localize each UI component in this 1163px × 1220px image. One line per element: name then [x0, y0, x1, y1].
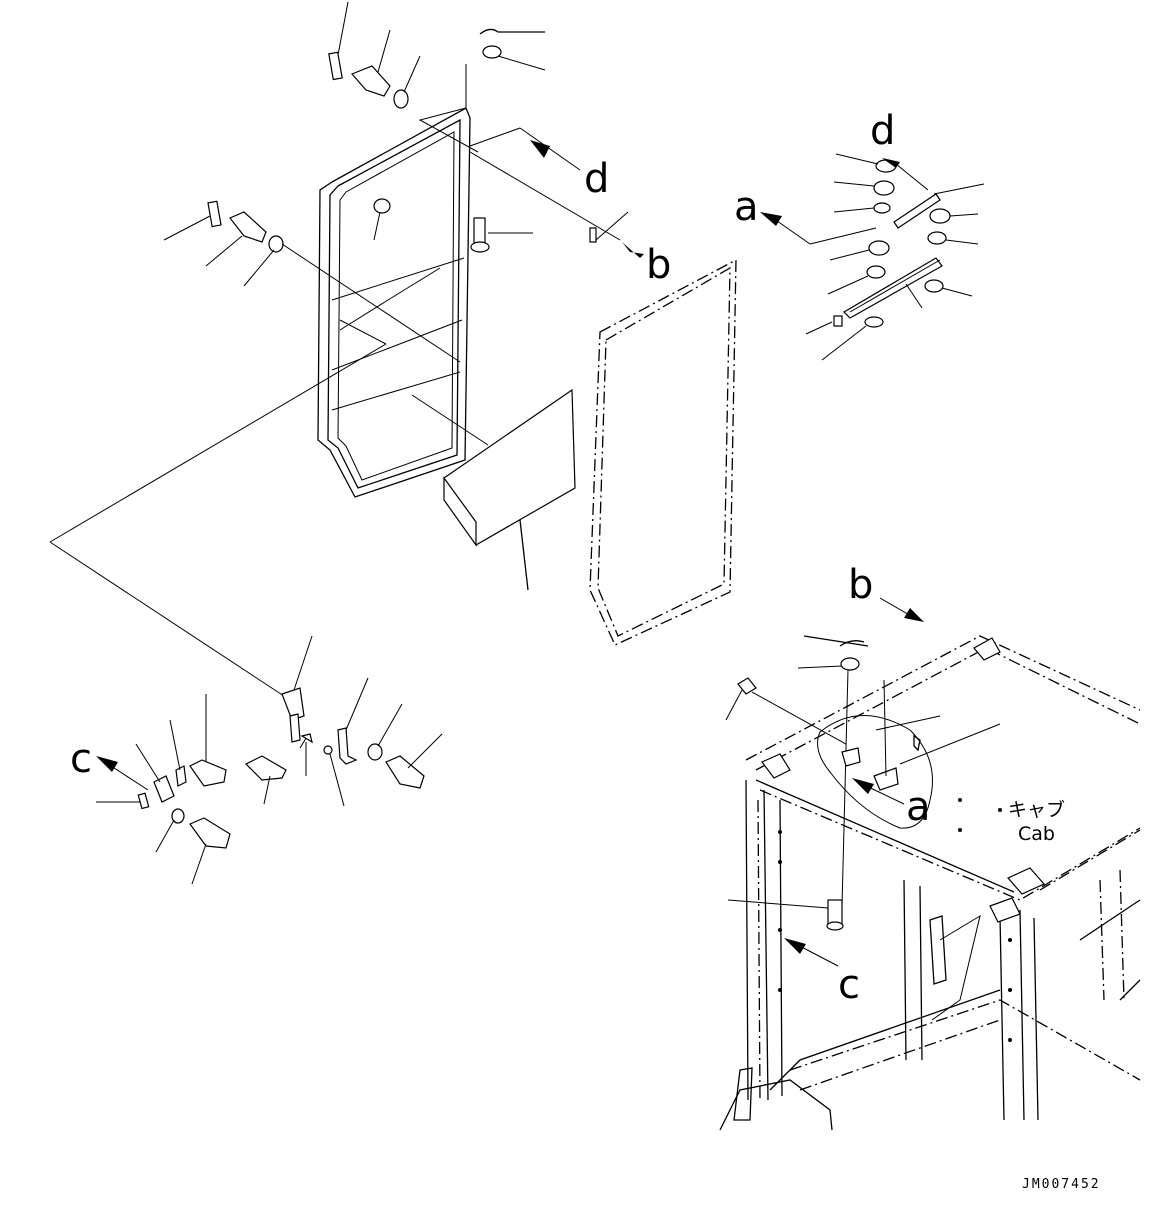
- drawing-code: JM007452: [1022, 1177, 1101, 1192]
- cab-label-japanese: キャブ: [1008, 798, 1065, 821]
- top-hinge-hardware: [328, 1, 546, 253]
- side-bolts-upper: [163, 200, 461, 363]
- ref-label-b-cab: b: [848, 562, 873, 608]
- ref-label-a-cab: a: [906, 784, 931, 830]
- cab-structure: [719, 635, 1141, 1131]
- spring-assembly: [805, 153, 985, 361]
- ref-label-c-left: c: [70, 736, 92, 782]
- leader-lines: [49, 319, 387, 701]
- ref-label-d-top: d: [584, 156, 609, 202]
- ref-label-a-right: a: [734, 184, 759, 230]
- ref-label-d-right: d: [870, 108, 895, 154]
- window-seal: [589, 258, 737, 646]
- arrow-d-top: [469, 127, 581, 171]
- cab-label-english: Cab: [1018, 823, 1055, 845]
- arrow-a-cab: [852, 778, 905, 805]
- glass-panel: [411, 388, 576, 591]
- door-frame: [317, 107, 471, 498]
- arrow-c-left: [96, 756, 149, 791]
- lower-hinge-hardware: [96, 635, 443, 885]
- arrow-a-right: [760, 212, 877, 245]
- ref-label-b-top: b: [646, 242, 671, 288]
- ref-label-c-cab: c: [838, 962, 860, 1008]
- arrow-b-cab: [879, 597, 924, 622]
- arrow-b-top: [469, 151, 644, 258]
- arrow-c-cab: [784, 938, 839, 967]
